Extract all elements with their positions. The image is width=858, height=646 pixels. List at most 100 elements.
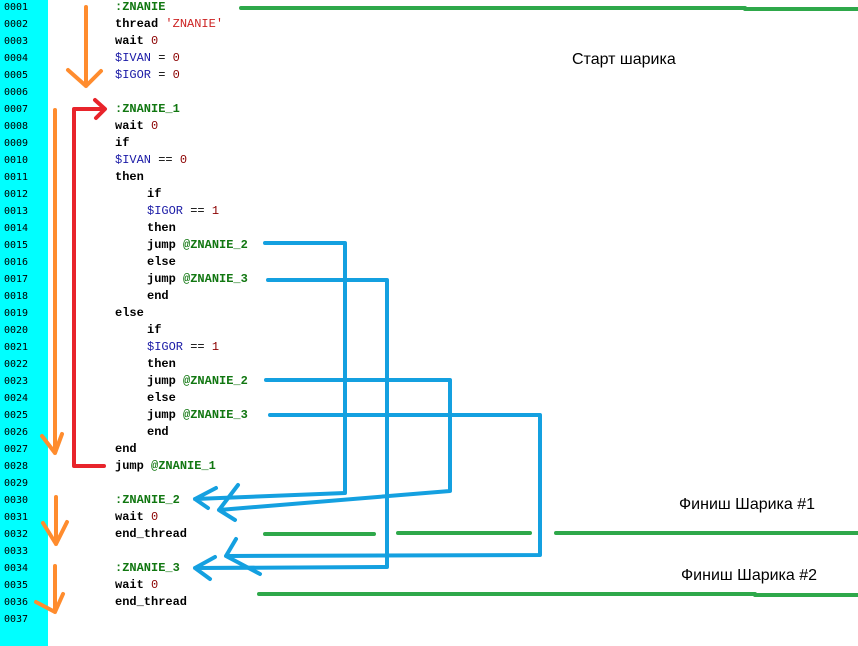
- code-token: $IVAN: [115, 51, 152, 65]
- annotation-finish-2: Финиш Шарика #2: [681, 567, 818, 584]
- code-line: :ZNANIE: [115, 0, 165, 16]
- line-number: 0024: [4, 393, 29, 404]
- code-token: jump: [115, 459, 152, 473]
- line-number: 0037: [4, 614, 29, 625]
- line-number: 0017: [4, 274, 29, 285]
- line-number: 0012: [4, 189, 29, 200]
- code-token: else: [115, 306, 144, 320]
- code-line: if: [115, 135, 129, 152]
- code-line: :ZNANIE_1: [115, 101, 180, 118]
- code-token: $IGOR: [147, 204, 184, 218]
- code-token: ==: [183, 204, 212, 218]
- line-number: 0030: [4, 495, 29, 506]
- line-number: 0007: [4, 104, 29, 115]
- code-line: else: [147, 390, 176, 407]
- code-token: if: [115, 136, 130, 150]
- code-line: jump @ZNANIE_3: [147, 271, 248, 288]
- code-line: end_thread: [115, 594, 187, 611]
- code-line: jump @ZNANIE_1: [115, 458, 216, 475]
- code-token: then: [147, 221, 176, 235]
- code-token: wait: [115, 119, 152, 133]
- code-token: end: [115, 442, 137, 456]
- code-line: jump @ZNANIE_2: [147, 237, 248, 254]
- code-token: @ZNANIE_2: [183, 374, 248, 388]
- line-number: 0023: [4, 376, 29, 387]
- finish-2-marker-line: [257, 592, 858, 597]
- code-token: $IGOR: [147, 340, 184, 354]
- line-number: 0018: [4, 291, 29, 302]
- code-line: end: [147, 424, 169, 441]
- flow-arrow-finish-2: [34, 564, 65, 614]
- code-token: 0: [151, 119, 159, 133]
- code-token: @ZNANIE_3: [183, 408, 248, 422]
- code-line: $IGOR == 1: [147, 203, 219, 220]
- line-number: 0005: [4, 70, 29, 81]
- code-token: else: [147, 391, 176, 405]
- code-token: @ZNANIE_1: [151, 459, 216, 473]
- code-line: end: [147, 288, 169, 305]
- code-line: :ZNANIE_3: [115, 560, 180, 577]
- code-line: $IGOR == 1: [147, 339, 219, 356]
- code-line: wait 0: [115, 509, 158, 526]
- line-number: 0032: [4, 529, 29, 540]
- line-number: 0011: [4, 172, 29, 183]
- code-token: @ZNANIE_3: [183, 272, 248, 286]
- code-token: jump: [147, 408, 184, 422]
- code-token: $IGOR: [115, 68, 152, 82]
- code-token: 0: [172, 68, 180, 82]
- code-line: if: [147, 186, 161, 203]
- line-number: 0004: [4, 53, 29, 64]
- code-token: ==: [151, 153, 180, 167]
- line-number: 0021: [4, 342, 29, 353]
- code-token: jump: [147, 238, 184, 252]
- jump-arrow-17-to-znanie-3: [193, 278, 389, 581]
- code-token: $IVAN: [115, 153, 152, 167]
- code-line: end_thread: [115, 526, 187, 543]
- code-line: end: [115, 441, 137, 458]
- code-token: then: [115, 170, 144, 184]
- code-token: =: [151, 68, 173, 82]
- code-line: thread 'ZNANIE': [115, 16, 223, 33]
- flow-arrow-main: [40, 108, 64, 455]
- code-token: :ZNANIE_2: [115, 493, 180, 507]
- line-number: 0022: [4, 359, 29, 370]
- code-token: wait: [115, 510, 152, 524]
- code-line: then: [115, 169, 144, 186]
- code-token: 1: [211, 340, 220, 354]
- line-number-gutter: [0, 0, 48, 646]
- code-token: jump: [147, 272, 184, 286]
- line-number: 0020: [4, 325, 29, 336]
- code-token: 0: [151, 34, 159, 48]
- line-number: 0016: [4, 257, 29, 268]
- code-token: thread: [115, 17, 166, 31]
- code-token: 0: [179, 153, 188, 167]
- line-number: 0003: [4, 36, 29, 47]
- line-number: 0031: [4, 512, 29, 523]
- line-number: 0006: [4, 87, 29, 98]
- line-number: 0035: [4, 580, 29, 591]
- line-number: 0002: [4, 19, 29, 30]
- line-number: 0014: [4, 223, 29, 234]
- code-token: end: [147, 289, 169, 303]
- line-number: 0033: [4, 546, 29, 557]
- code-line: wait 0: [115, 118, 158, 135]
- line-number: 0019: [4, 308, 29, 319]
- flow-arrow-finish-1: [41, 495, 69, 546]
- line-number: 0015: [4, 240, 29, 251]
- start-marker-line: [239, 6, 858, 11]
- code-token: else: [147, 255, 176, 269]
- code-token: :ZNANIE: [115, 0, 166, 14]
- line-number: 0025: [4, 410, 29, 421]
- code-token: 'ZNANIE': [165, 17, 224, 31]
- code-token: end_thread: [115, 527, 188, 541]
- line-number: 0034: [4, 563, 29, 574]
- code-line: $IVAN == 0: [115, 152, 187, 169]
- code-token: 0: [151, 510, 159, 524]
- line-number: 0010: [4, 155, 29, 166]
- code-token: jump: [147, 374, 184, 388]
- code-line: $IGOR = 0: [115, 67, 180, 84]
- code-token: :ZNANIE_3: [115, 561, 180, 575]
- code-line: $IVAN = 0: [115, 50, 180, 67]
- code-token: @ZNANIE_2: [183, 238, 248, 252]
